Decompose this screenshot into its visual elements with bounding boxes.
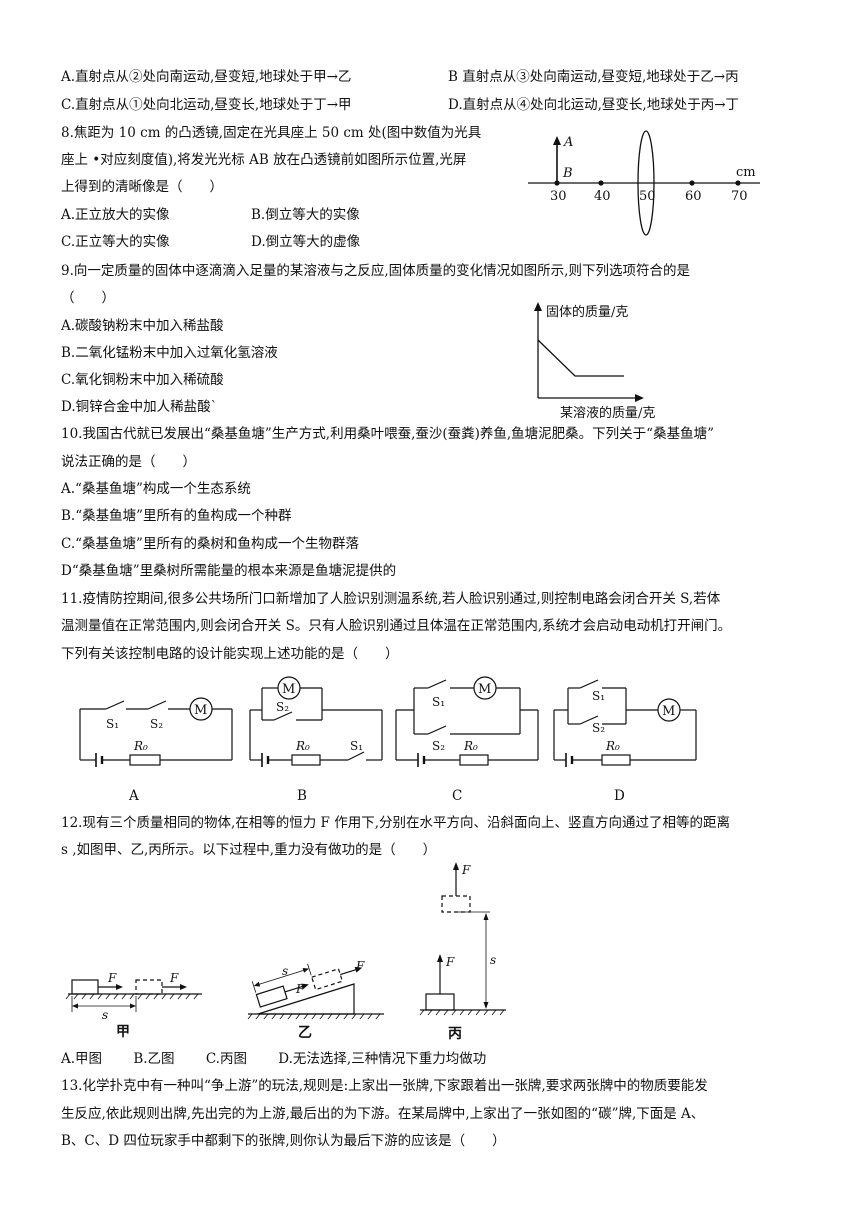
r0-label: R₀ [295,739,310,753]
q8-stem-line2: 座上 •对应刻度值),将发光光标 AB 放在凸透镜前如图所示位置,光屏 [61,152,467,168]
circuit-b: M S₂ R₀ S₁ [249,676,383,767]
q8-option-b: B.倒立等大的实像 [251,207,360,223]
q13-stem-line3: B、C、D 四位玩家手中都剩下的张牌,则你认为最后下游的应该是（ ） [61,1133,506,1149]
label-b: B [562,166,573,181]
s1-label: S₁ [592,689,605,703]
mass-graph-figure: 固体的质量/克 某溶液的质量/克 [534,302,655,421]
motor-label: M [662,704,675,719]
tick-40: 40 [594,189,611,204]
r0-label: R₀ [133,739,148,753]
tick-50: 50 [639,189,656,204]
q11-stem-line3: 下列有关该控制电路的设计能实现上述功能的是（ ） [61,646,399,662]
tick-70: 70 [731,189,748,204]
force-label: F [445,955,455,969]
q12-options: A.甲图 B.乙图 C.丙图 D.无法选择,三种情况下重力均做功 [61,1051,487,1067]
q9-option-c: C.氧化铜粉末中加入稀硫酸 [61,372,224,388]
x-axis-label: 某溶液的质量/克 [560,405,655,421]
figure-label-yi: 乙 [298,1025,312,1041]
q9-stem-line1: 9.向一定质量的固体中逐滴滴入足量的某溶液与之反应,固体质量的变化情况如图所示,… [61,263,690,279]
circuit-c: M S₁ S₂ R₀ [395,676,539,767]
circuit-a: M S₁ S₂ R₀ [79,697,233,767]
convex-lens [637,130,655,236]
force-label: F [355,959,365,973]
q8-option-d: D.倒立等大的虚像 [251,234,361,250]
q8-stem-line1: 8.焦距为 10 cm 的凸透镜,固定在光具座上 50 cm 处(图中数值为光具 [61,125,482,141]
force-label: F [295,982,305,996]
force-label: F [461,863,471,877]
q7-option-a: A.直射点从②处向南运动,昼变短,地球处于甲→乙 [61,69,352,85]
q9-stem-line2: （ ） [61,290,115,306]
tick-30: 30 [550,189,567,204]
circuit-label-d: D [614,788,625,804]
q10-stem-line1: 10.我国古代就已发展出“桑基鱼塘”生产方式,利用桑叶喂蚕,蚕沙(蚕粪)养鱼,鱼… [61,426,714,442]
q8-stem-line3: 上得到的清晰像是（ ） [61,179,223,195]
q11-stem-line1: 11.疫情防控期间,很多公共场所门口新增加了人脸识别测温系统,若人脸识别通过,则… [61,591,721,607]
motor-label: M [282,682,295,697]
y-axis-label: 固体的质量/克 [546,304,628,320]
s1-label: S₁ [106,717,119,731]
q10-option-d: D“桑基鱼塘”里桑树所需能量的根本来源是鱼塘泥提供的 [61,563,397,579]
distance-label: s [102,1008,108,1022]
q13-stem-line1: 13.化学扑克中有一种叫“争上游”的玩法,规则是:上家出一张牌,下家跟着出一张牌… [61,1078,708,1094]
q8-option-a: A.正立放大的实像 [61,207,170,223]
distance-label: s [282,964,288,978]
q9-option-b: B.二氧化锰粉末中加入过氧化氢溶液 [61,345,278,361]
circuit-label-a: A [129,788,139,804]
circuit-d: M S₁ S₂ R₀ [553,679,697,767]
tick-60: 60 [685,189,702,204]
s2-label: S₂ [150,717,163,731]
force-label: F [169,971,179,985]
q10-stem-line2: 说法正确的是（ ） [61,454,196,470]
figure-jia: F F s 甲 [65,971,202,1040]
label-a: A [563,135,573,150]
q7-option-b: B 直射点从③处向南运动,昼变短,地球处于乙→丙 [448,69,739,85]
q7-option-c: C.直射点从①处向北运动,昼变长,地球处于丁→甲 [61,97,352,113]
optical-bench-figure: A B 30 40 50 60 70 cm [528,130,760,236]
r0-label: R₀ [463,739,478,753]
unit-label: cm [736,165,756,180]
q12-stem-line1: 12.现有三个质量相同的物体,在相等的恒力 F 作用下,分别在水平方向、沿斜面向… [61,815,731,831]
figure-yi: F F s 乙 [247,959,384,1041]
circuit-label-c: C [452,788,463,804]
q8-option-c: C.正立等大的实像 [61,234,170,250]
mass-curve [537,339,624,377]
q12-stem-line2: s ,如图甲、乙,丙所示。以下过程中,重力没有做功的是（ ） [61,842,437,858]
q10-option-b: B.“桑基鱼塘”里所有的鱼构成一个种群 [61,508,292,524]
circuit-label-b: B [297,788,307,804]
figure-label-bing: 丙 [448,1026,462,1042]
q9-option-a: A.碳酸钠粉末中加入稀盐酸 [61,318,224,334]
s2-label: S₂ [592,721,605,735]
q9-option-d: D.铜锌合金中加人稀盐酸` [61,399,218,415]
distance-label: s [490,953,496,967]
force-label: F [107,971,117,985]
s1-label: S₁ [432,695,445,709]
q10-option-a: A.“桑基鱼塘”构成一个生态系统 [61,481,251,497]
figure-bing: F F s 丙 [419,862,506,1042]
motor-label: M [478,682,491,697]
q13-stem-line2: 生反应,依此规则出牌,先出完的为上游,最后出的为下游。在某局牌中,上家出了一张如… [61,1106,705,1122]
q10-option-c: C.“桑基鱼塘”里所有的桑树和鱼构成一个生物群落 [61,536,359,552]
s2-label: S₂ [432,739,445,753]
q7-option-d: D.直射点从④处向北运动,昼变长,地球处于丙→丁 [448,97,740,113]
s2-label: S₂ [276,700,289,714]
motor-label: M [194,703,207,718]
r0-label: R₀ [605,739,620,753]
figure-label-jia: 甲 [116,1024,130,1040]
q11-stem-line2: 温测量值在正常范围内,则会闭合开关 S。只有人脸识别通过且体温在正常范围内,系统… [61,618,732,634]
s1-label: S₁ [350,739,363,753]
